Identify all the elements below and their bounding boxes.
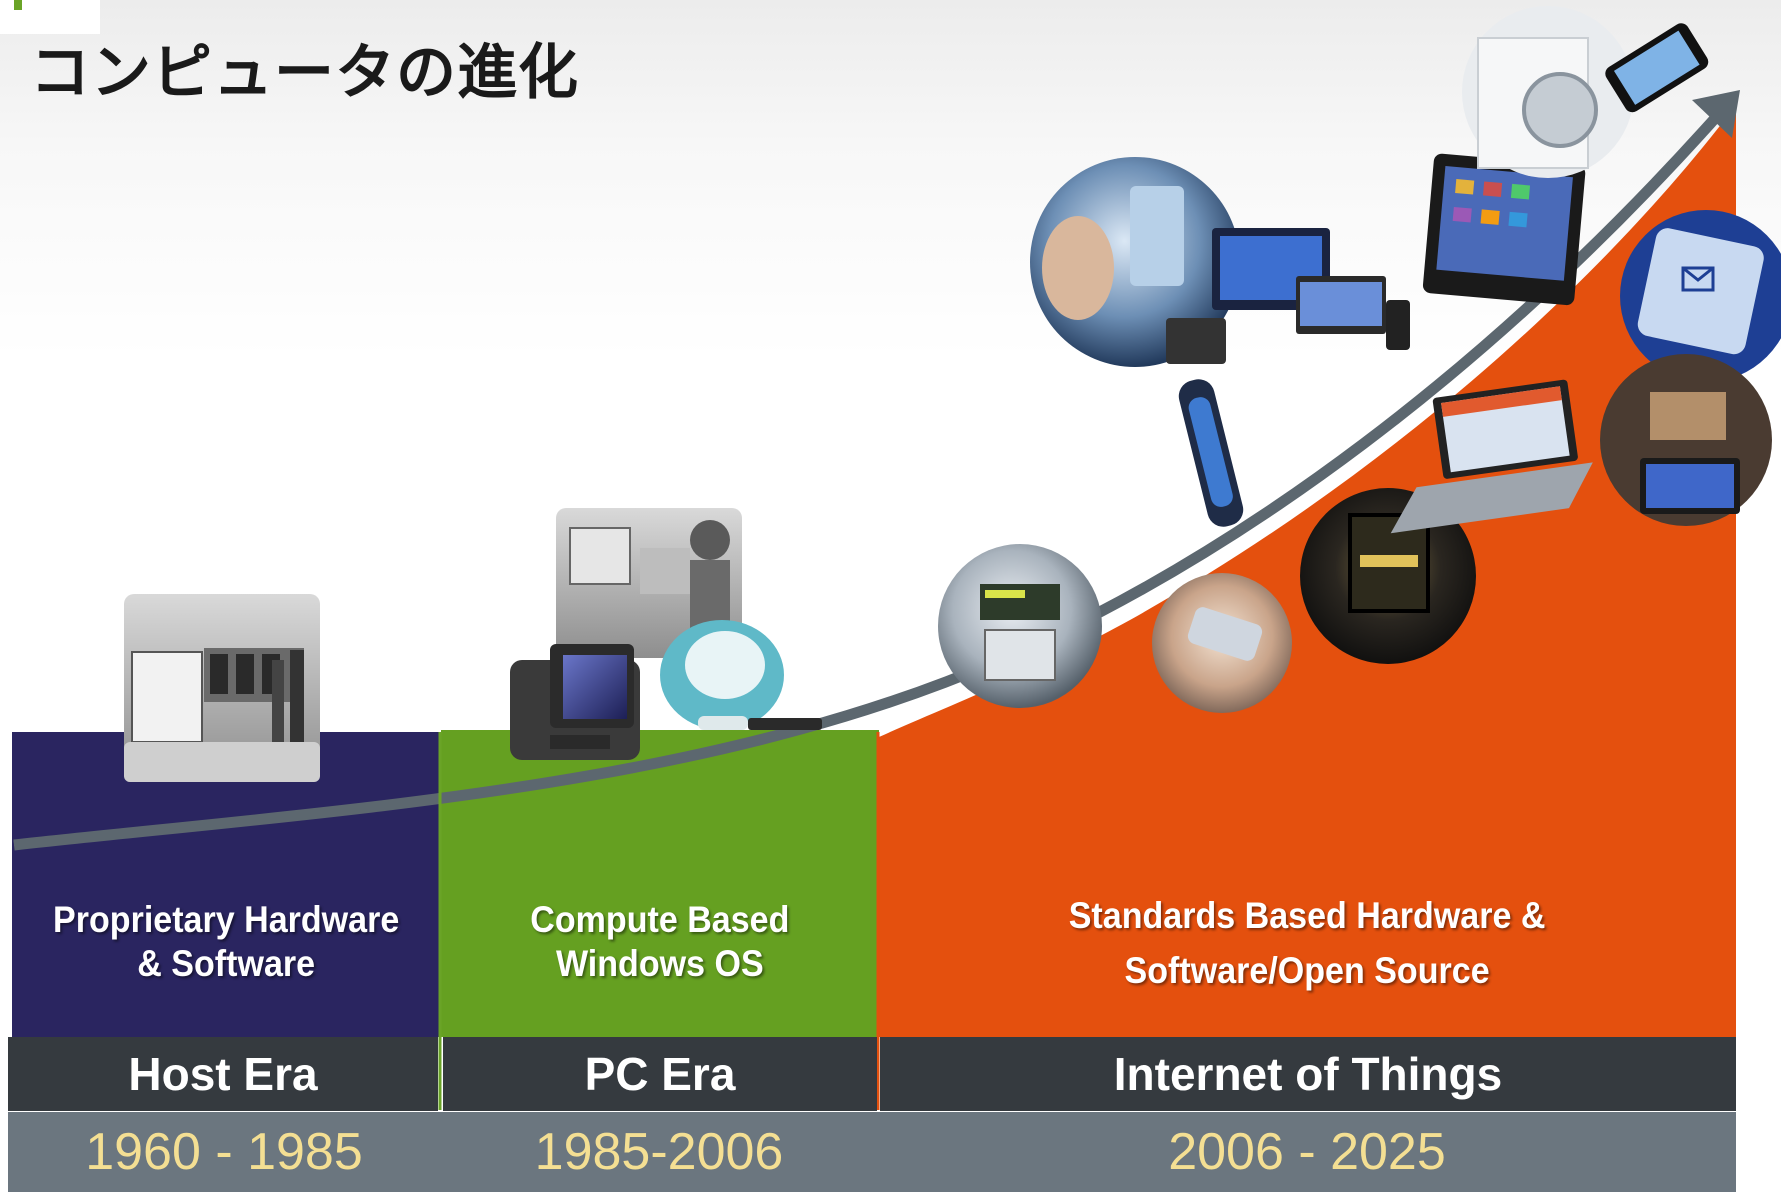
pc-era-years: 1985-2006 — [440, 1112, 878, 1192]
crt-monitor-photo — [510, 644, 640, 760]
arrowhead-icon — [1692, 90, 1740, 138]
smart-meter-photo — [938, 544, 1102, 708]
page-title: コンピュータの進化 — [30, 38, 579, 108]
tablet-hand-photo — [1600, 354, 1772, 526]
message-screen-photo — [1620, 210, 1781, 382]
office-computers-photo — [556, 508, 742, 658]
pc-era-description: Compute Based Windows OS — [441, 880, 879, 1004]
mainframe-room-photo — [124, 594, 320, 782]
iot-era-description-text: Standards Based Hardware & Software/Open… — [1069, 894, 1546, 992]
iot-era-description: Standards Based Hardware & Software/Open… — [879, 880, 1736, 1006]
iot-era-years: 2006 - 2025 — [878, 1112, 1736, 1192]
pc-era-description-text: Compute Based Windows OS — [530, 898, 790, 984]
remote-control-photo — [1178, 379, 1244, 527]
iot-era-name: Internet of Things — [880, 1037, 1736, 1111]
washer-phone-photo — [1462, 6, 1709, 178]
host-era-years: 1960 - 1985 — [8, 1112, 440, 1192]
pc-era-block — [441, 730, 879, 1037]
pc-era-name: PC Era — [443, 1037, 877, 1111]
laptop-photo — [1390, 379, 1593, 534]
host-era-block — [12, 732, 440, 1037]
host-era-name: Host Era — [8, 1037, 438, 1111]
logo-corner — [0, 0, 100, 34]
imac-photo — [660, 620, 822, 730]
car-display-photo — [1300, 488, 1476, 664]
host-era-description-text: Proprietary Hardware & Software — [52, 898, 400, 984]
devices-collage-photo — [1030, 157, 1410, 367]
host-era-description: Proprietary Hardware & Software — [12, 880, 440, 1004]
tablet-photo — [1422, 153, 1586, 306]
handheld-device-photo — [1152, 573, 1292, 713]
